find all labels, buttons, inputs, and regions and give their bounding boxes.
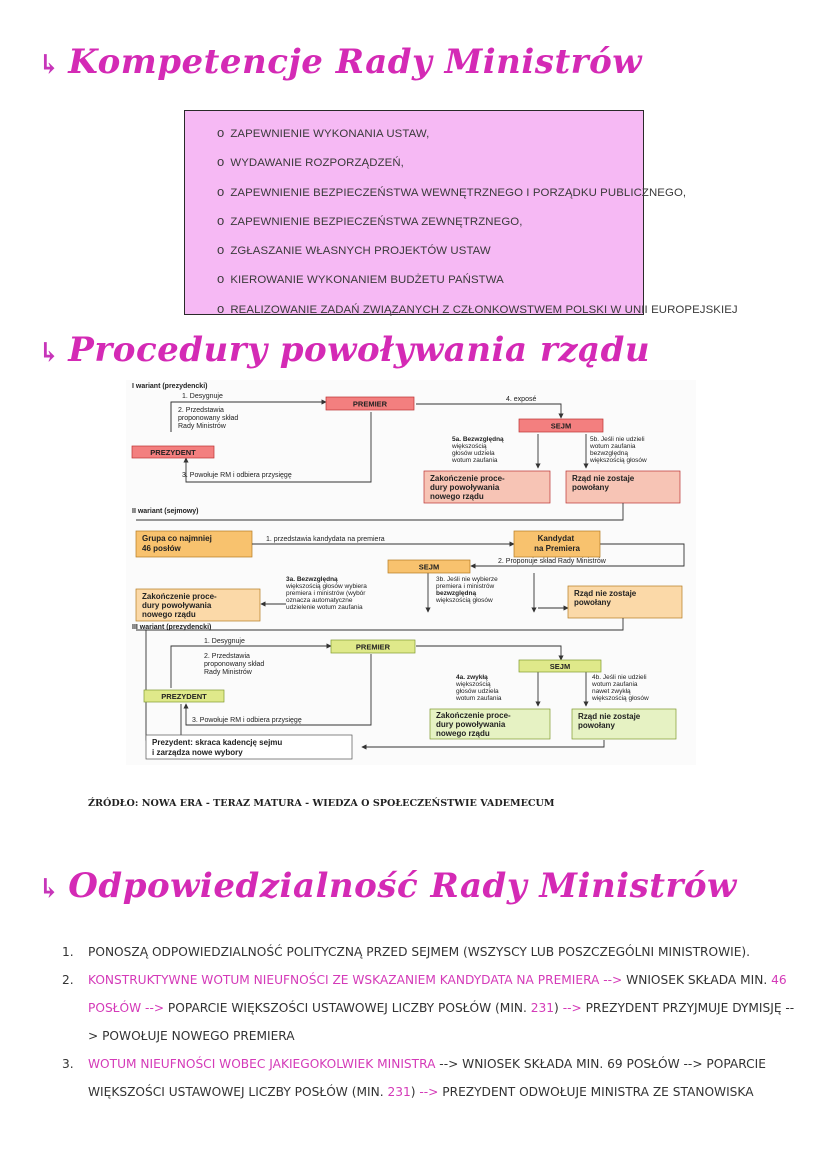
niepowolany-label-3: Rząd nie zostaje powołany	[578, 712, 642, 730]
prezydent-label: PREZYDENT	[150, 448, 196, 457]
vote-3b-label: 3b. Jeśli nie wybierze premiera i minist…	[435, 576, 500, 604]
list-item: ZAPEWNIENIE BEZPIECZEŃSTWA WEWNĘTRZNEGO …	[217, 178, 686, 207]
highlighted-text: 231	[387, 1085, 411, 1099]
list-item: 3. WOTUM NIEUFNOŚCI WOBEC JAKIEGOKOLWIEK …	[62, 1050, 802, 1106]
list-item: KIEROWANIE WYKONANIEM BUDŻETU PAŃSTWA	[217, 265, 643, 294]
list-item-text: --> WNIOSEK SKŁADA MIN. 69 POSŁÓW --> PO…	[88, 1057, 766, 1099]
sejm-box-2	[387, 559, 471, 574]
source-note: ŹRÓDŁO: NOWA ERA - TERAZ MATURA - WIEDZA…	[88, 798, 555, 809]
przedstawia-label-3: 2. Przedstawia proponowany skład Rady Mi…	[204, 653, 266, 676]
variant-2-title: II wariant (sejmowy)	[132, 508, 199, 515]
zakonczenie-box-1	[423, 470, 551, 504]
zakonczenie-box-2	[135, 588, 261, 622]
vote-3a-label: 3a. Bezwzględną większością głosów wybie…	[285, 576, 369, 611]
kandydat-label: Kandydat na Premiera	[534, 534, 580, 553]
expose-label: 4. exposé	[506, 396, 536, 403]
list-item-text: )	[554, 1001, 563, 1015]
highlighted-text: WOTUM NIEUFNOŚCI WOBEC JAKIEGOKOLWIEK MI…	[88, 1057, 436, 1071]
highlighted-text: KONSTRUKTYWNE WOTUM NIEUFNOŚCI ZE WSKAZA…	[88, 973, 623, 987]
heading-procedures: ↳Procedury powoływania rządu	[38, 330, 651, 370]
competences-box: ZAPEWNIENIE WYKONANIA USTAW, WYDAWANIE R…	[184, 110, 738, 316]
proponuje-label: 2. Proponuje skład Rady Ministrów	[498, 558, 607, 565]
premier-label-3: PREMIER	[356, 643, 391, 652]
variant-3-title: III wariant (prezydencki)	[132, 624, 211, 631]
niepowolany-label-1: Rząd nie zostaje powołany	[572, 474, 636, 492]
premier-label: PREMIER	[353, 400, 388, 409]
zakonczenie-label-2: Zakończenie proce- dury powoływania nowe…	[142, 592, 219, 619]
zakonczenie-box-3	[429, 708, 551, 740]
list-item: REALIZOWANIE ZADAŃ ZWIĄZANYCH Z CZŁONKOW…	[217, 295, 737, 324]
niepowolany-box-3	[571, 708, 677, 740]
down-right-arrow-icon: ↳	[38, 338, 61, 368]
down-right-arrow-icon: ↳	[38, 874, 61, 904]
powoluje-label: 3. Powołuje RM i odbiera przysięgę	[182, 472, 292, 479]
list-item: ZAPEWNIENIE BEZPIECZEŃSTWA ZEWNĘTRZNEGO,	[217, 207, 643, 236]
kandydat-box	[513, 530, 601, 558]
down-right-arrow-icon: ↳	[38, 50, 61, 80]
highlighted-text: 231	[530, 1001, 555, 1015]
przedstawia-kandydata-label: 1. przedstawia kandydata na premiera	[266, 536, 385, 543]
niepowolany-label-2: Rząd nie zostaje powołany	[574, 589, 638, 607]
list-item-text: POPARCIE WIĘKSZOŚCI USTAWOWEJ LICZBY POS…	[164, 1001, 531, 1015]
grupa-box	[135, 530, 253, 558]
prezydent-box-3	[143, 689, 225, 703]
list-item-text: PONOSZĄ ODPOWIEDZIALNOŚĆ POLITYCZNĄ PRZE…	[88, 945, 751, 959]
grupa-label: Grupa co najmniej 46 posłów	[142, 534, 214, 553]
sejm-box	[518, 418, 604, 433]
highlighted-text: -->	[419, 1085, 439, 1099]
prezydent-box	[131, 445, 215, 459]
list-item-number: 2.	[62, 973, 74, 987]
highlighted-text: 46 POSŁÓW -->	[88, 973, 787, 1015]
list-item-text: PREZYDENT ODWOŁUJE MINISTRA ZE STANOWISK…	[438, 1085, 754, 1099]
list-item-text: )	[410, 1085, 420, 1099]
vote-5b-label: 5b. Jeśli nie udzieli wotum zaufania bez…	[589, 436, 647, 464]
list-item-text: WNIOSEK SKŁADA MIN.	[622, 973, 772, 987]
list-item-number: 3.	[62, 1057, 74, 1071]
list-item-number: 1.	[62, 945, 74, 959]
government-formation-diagram: I wariant (prezydencki) 1. Desygnuje 2. …	[126, 380, 696, 765]
list-item: ZGŁASZANIE WŁASNYCH PROJEKTÓW USTAW	[217, 236, 643, 265]
competences-list: ZAPEWNIENIE WYKONANIA USTAW, WYDAWANIE R…	[217, 119, 737, 324]
przedstawia-label: 2. Przedstawia proponowany skład Rady Mi…	[178, 407, 240, 430]
zakonczenie-label-1: Zakończenie proce- dury powoływania nowe…	[430, 474, 507, 501]
list-item: 2. KONSTRUKTYWNE WOTUM NIEUFNOŚCI ZE WSKA…	[62, 966, 802, 1050]
zakonczenie-label-3: Zakończenie proce- dury powoływania nowe…	[436, 711, 513, 738]
highlighted-text: -->	[562, 1001, 582, 1015]
vote-4a-label: 4a. zwykłą większością głosów udziela wo…	[455, 674, 502, 702]
premier-box	[325, 396, 415, 411]
sejm-box-3	[518, 659, 602, 673]
prezydent-label-3: PREZYDENT	[161, 692, 207, 701]
sejm-label-3: SEJM	[550, 662, 570, 671]
niepowolany-box-1	[565, 470, 681, 504]
variant-1-title: I wariant (prezydencki)	[132, 383, 207, 390]
vote-5a-label: 5a. Bezwzględną większością głosów udzie…	[451, 436, 505, 464]
skraca-box	[145, 734, 353, 760]
powoluje-label-3: 3. Powołuje RM i odbiera przysięgę	[192, 717, 302, 724]
list-item: ZAPEWNIENIE WYKONANIA USTAW,	[217, 119, 643, 148]
heading-responsibility: ↳Odpowiedzialność Rady Ministrów	[38, 866, 737, 906]
sejm-label-2: SEJM	[419, 563, 439, 572]
list-item: WYDAWANIE ROZPORZĄDZEŃ,	[217, 148, 643, 177]
vote-4b-label: 4b. Jeśli nie udzieli wotum zaufania naw…	[591, 674, 649, 702]
desygnuje-label-3: 1. Desygnuje	[204, 638, 245, 645]
desygnuje-label: 1. Desygnuje	[182, 393, 223, 400]
sejm-label: SEJM	[551, 422, 571, 431]
responsibility-list: 1. PONOSZĄ ODPOWIEDZIALNOŚĆ POLITYCZNĄ PR…	[62, 938, 802, 1106]
list-item-text: PREZYDENT PRZYJMUJE DYMISJĘ --> POWOŁUJE…	[88, 1001, 795, 1043]
niepowolany-box-2	[567, 585, 683, 619]
skraca-label: Prezydent: skraca kadencję sejmu i zarzą…	[152, 738, 285, 757]
list-item: 1. PONOSZĄ ODPOWIEDZIALNOŚĆ POLITYCZNĄ PR…	[62, 938, 802, 966]
premier-box-3	[330, 639, 416, 654]
heading-competences: ↳Kompetencje Rady Ministrów	[38, 42, 643, 82]
